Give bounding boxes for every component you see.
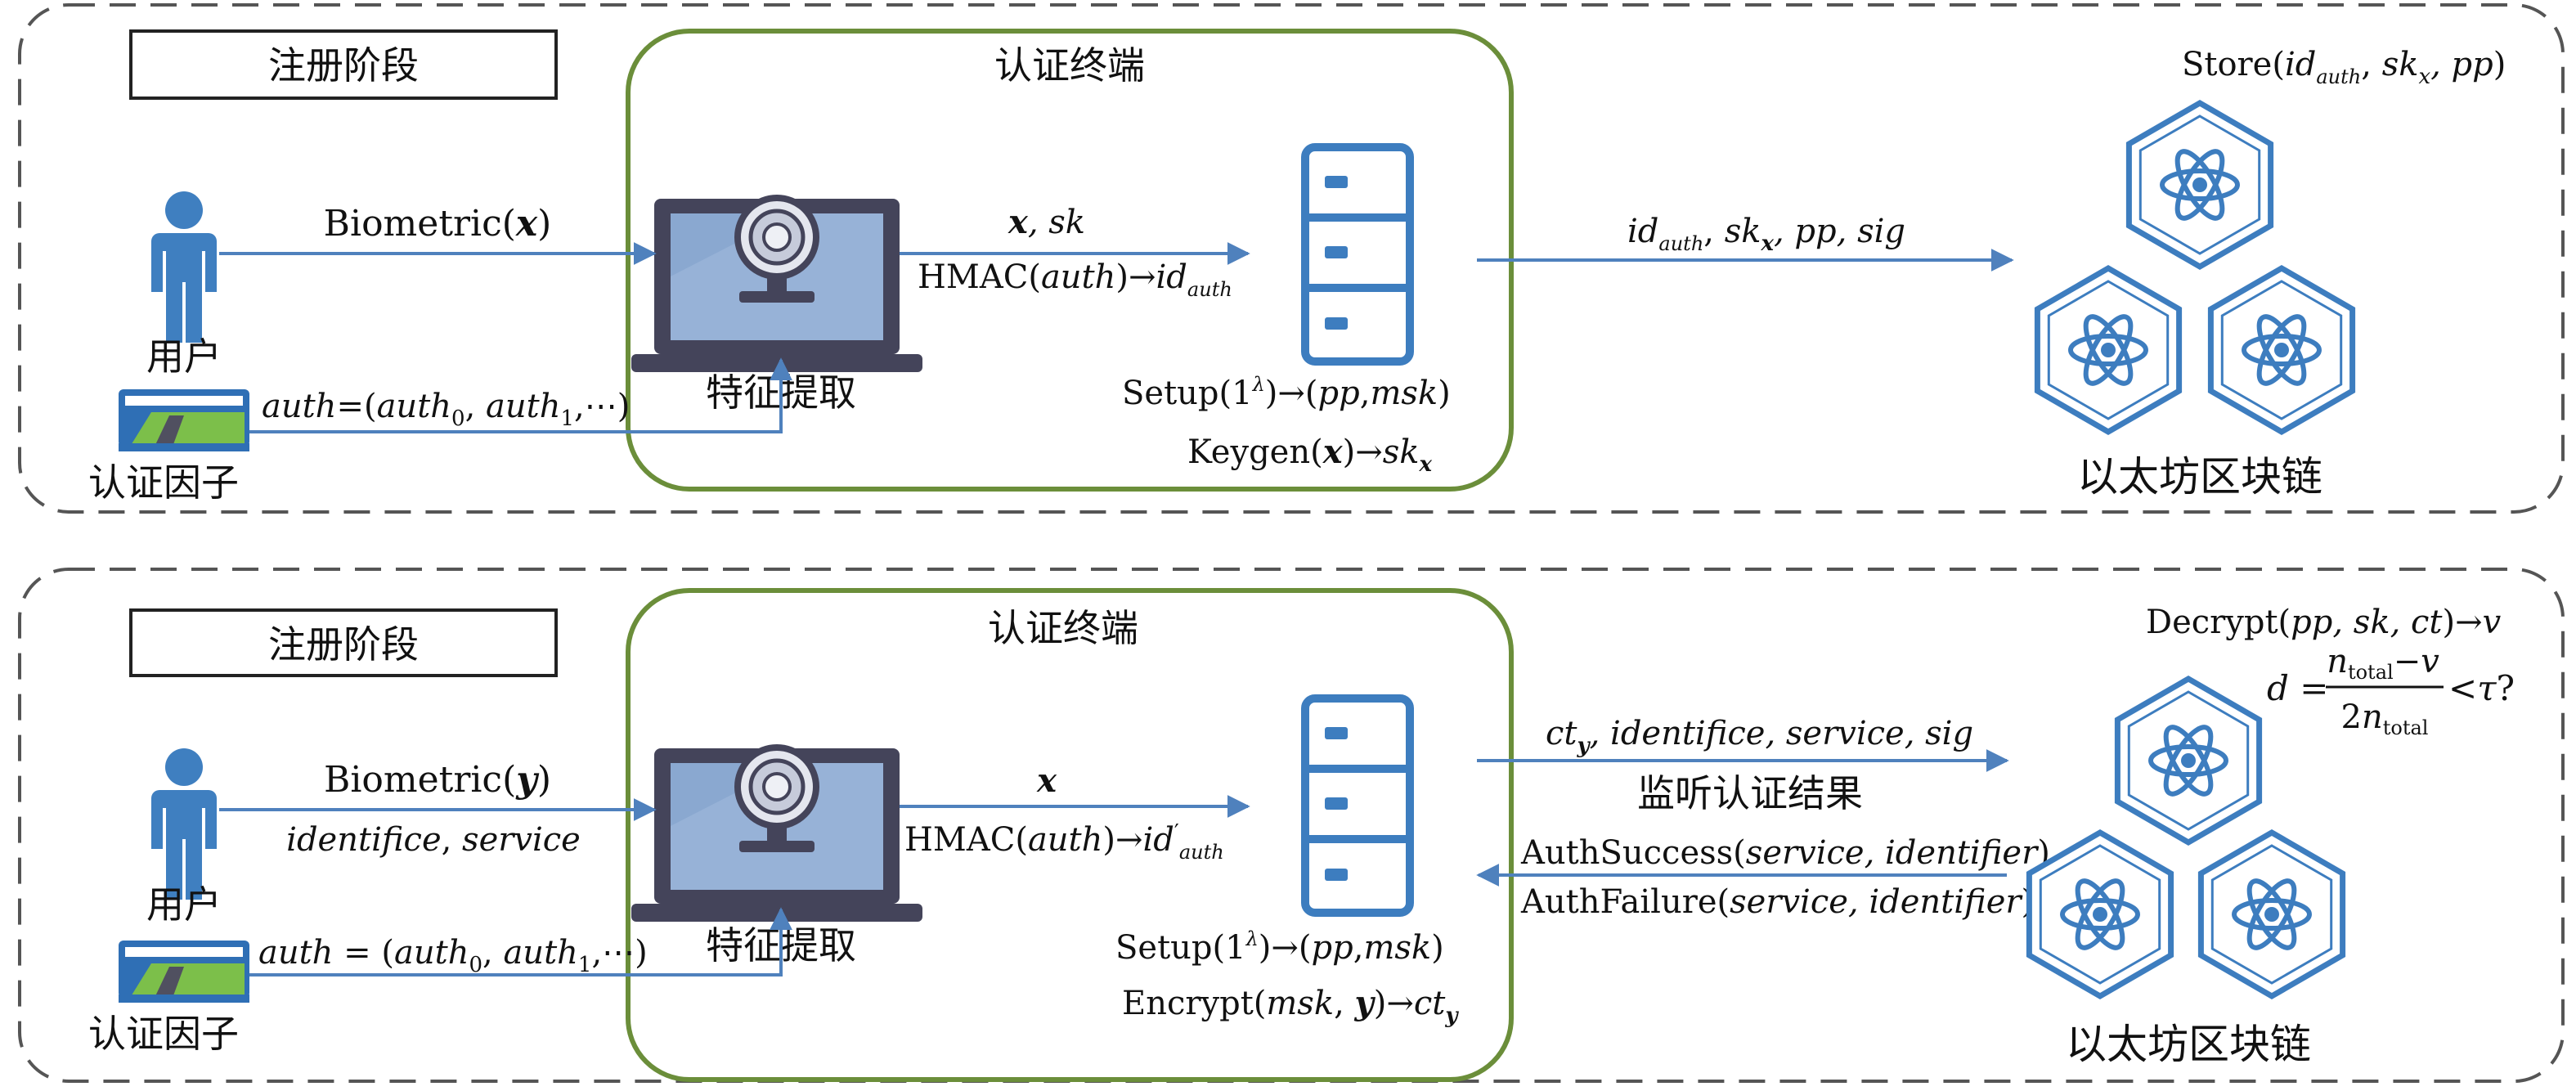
identifice-service-label: identifice, service [286, 821, 581, 859]
tx-label: cty, identifice, service, sig [1546, 715, 1973, 758]
threshold-compare: <τ? [2448, 668, 2515, 708]
stage-label-box [129, 29, 558, 100]
auth-factor-card-icon [119, 389, 249, 451]
laptop-icon [631, 198, 922, 372]
registration-panel-bottom: 注册阶段 认证终端 用户 认证因子 特征提取 Biometric(y) iden… [18, 568, 2565, 1083]
auth-failure-label: AuthFailure(service, identifier) [1520, 883, 2034, 921]
auth-factor-formula: auth = (auth0, auth1,⋯) [258, 934, 648, 977]
blockchain-node-icon [2037, 268, 2179, 432]
stage-label: 注册阶段 [268, 622, 419, 667]
hmac-label: HMAC(auth)→idauth [918, 258, 1232, 301]
auth-factor-formula: auth=(auth0, auth1,⋯) [262, 388, 630, 431]
setup-label: Setup(1λ)→(pp,msk) [1115, 927, 1444, 967]
registration-panel-top: 注册阶段 认证终端 用户 认证因子 特征提取 Biometric(x) auth… [18, 3, 2565, 514]
x-sk-label: x, sk [1008, 203, 1085, 241]
auth-factor-label: 认证因子 [88, 1012, 239, 1056]
arrow-factor-to-laptop [249, 357, 792, 433]
stage-label: 注册阶段 [268, 43, 419, 88]
user-icon [151, 748, 217, 900]
auth-terminal-title: 认证终端 [988, 606, 1138, 650]
setup-label: Setup(1λ)→(pp,msk) [1122, 373, 1451, 412]
arrow-factor-to-laptop [249, 907, 792, 977]
auth-factor-card-icon [119, 941, 249, 1003]
store-label: Store(idauth, skx, pp) [2182, 46, 2506, 89]
server-icon [1305, 698, 1410, 913]
blockchain-node-icon [2201, 833, 2342, 996]
user-label: 用户 [146, 334, 222, 379]
blockchain-node-icon [2117, 679, 2259, 842]
x-label: x [1036, 761, 1057, 800]
d-variable: d = [2267, 668, 2328, 708]
auth-terminal-title: 认证终端 [994, 43, 1145, 88]
fraction-denominator: 2ntotal [2341, 698, 2429, 739]
auth-factor-label: 认证因子 [88, 460, 239, 505]
keygen-label: Keygen(x)→skx [1187, 433, 1432, 477]
tx-label: idauth, skx, pp, sig [1627, 213, 1905, 256]
panel-border [18, 3, 2565, 514]
blockchain-label: 以太坊区块链 [2077, 453, 2322, 501]
blockchain-node-icon [2210, 268, 2352, 432]
auth-terminal-box [626, 588, 1514, 1082]
user-icon [151, 191, 217, 343]
listen-result-label: 监听认证结果 [1637, 771, 1863, 815]
blockchain-node-icon [2029, 833, 2170, 996]
threshold-formula: d = ntotal−v 2ntotal <τ? [2267, 643, 2515, 739]
blockchain-node-icon [2129, 103, 2270, 267]
biometric-label: Biometric(x) [324, 203, 552, 245]
encrypt-label: Encrypt(msk, y)→cty [1122, 984, 1459, 1028]
auth-success-label: AuthSuccess(service, identifier) [1520, 834, 2050, 872]
stage-label-box [129, 608, 558, 677]
hmac-label: HMAC(auth)→id′auth [904, 820, 1224, 864]
blockchain-label: 以太坊区块链 [2066, 1021, 2311, 1068]
fraction-numerator: ntotal−v [2327, 643, 2439, 684]
biometric-label: Biometric(y) [324, 759, 551, 801]
decrypt-label: Decrypt(pp, sk, ct)→v [2146, 604, 2502, 641]
user-label: 用户 [146, 882, 222, 927]
server-icon [1305, 147, 1410, 361]
laptop-icon [631, 748, 922, 922]
